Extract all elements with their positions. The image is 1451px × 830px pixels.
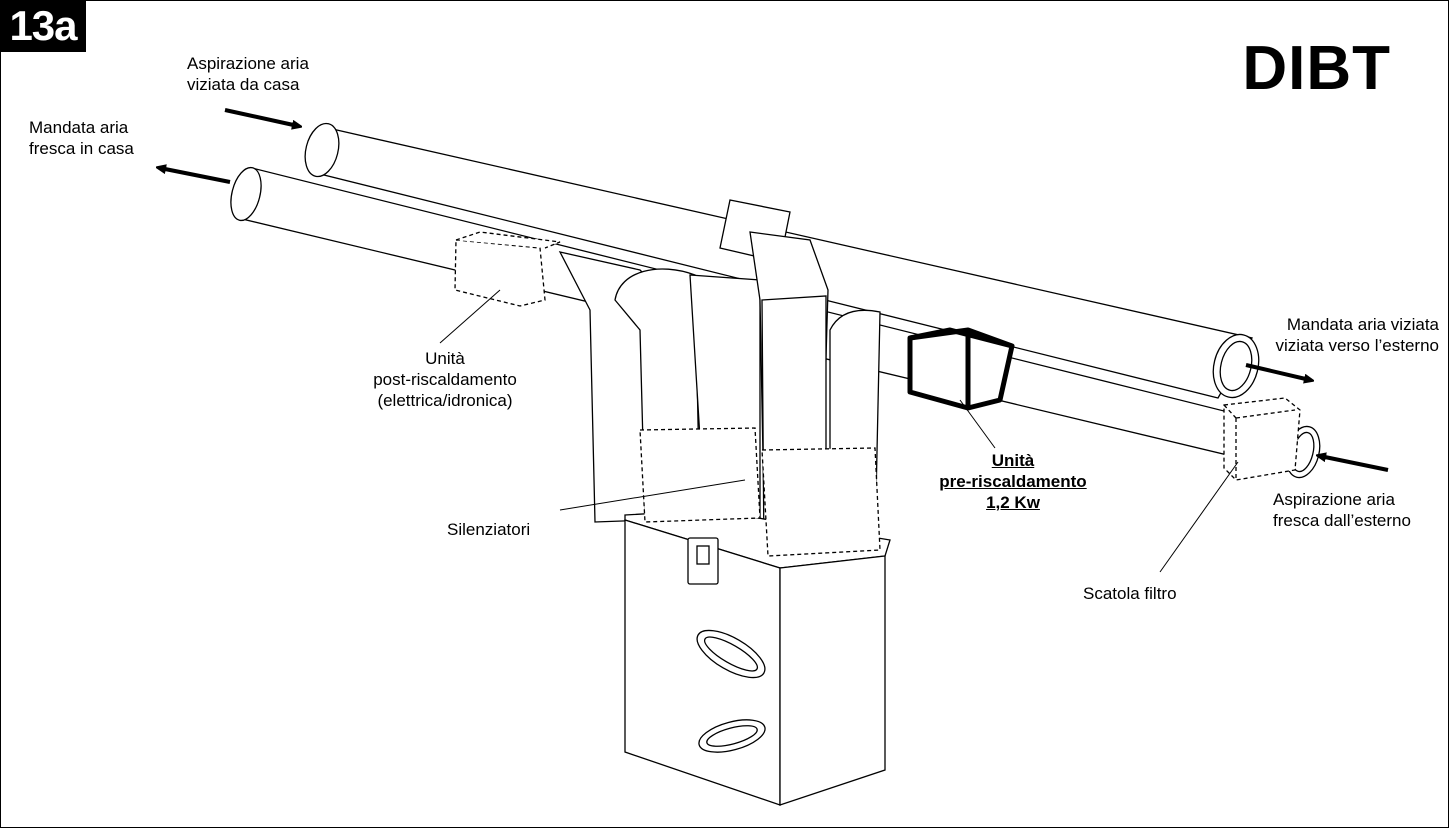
- arrow-exhaust: [1245, 363, 1310, 380]
- upper-duct-end-left: [304, 122, 340, 178]
- label-extract-stale-air: Aspirazione aria viziata da casa: [187, 54, 309, 94]
- variant-title: DIBT: [1242, 34, 1391, 103]
- arrow-supply: [160, 168, 231, 184]
- label-pre-heating-unit: Unità pre-riscaldamento 1,2 Kw: [939, 451, 1087, 512]
- filter-box: [1223, 397, 1301, 481]
- lower-duct-end-left: [230, 166, 262, 222]
- arrow-extract: [224, 108, 298, 126]
- label-post-heating-unit: Unità post-riscaldamento (elettrica/idro…: [373, 349, 517, 410]
- label-silencers: Silenziatori: [447, 520, 531, 539]
- hru-side: [779, 555, 886, 806]
- label-intake-fresh-air: Aspirazione aria fresca dall’esterno: [1273, 490, 1411, 530]
- label-exhaust-stale-air: Mandata aria viziata viziata verso l’est…: [1275, 315, 1439, 355]
- label-supply-fresh-air: Mandata aria fresca in casa: [29, 118, 134, 158]
- arrow-intake: [1320, 456, 1389, 472]
- label-filter-box: Scatola filtro: [1083, 584, 1177, 603]
- figure-number-badge: 13a: [0, 0, 86, 52]
- post-heating-box: [454, 239, 546, 307]
